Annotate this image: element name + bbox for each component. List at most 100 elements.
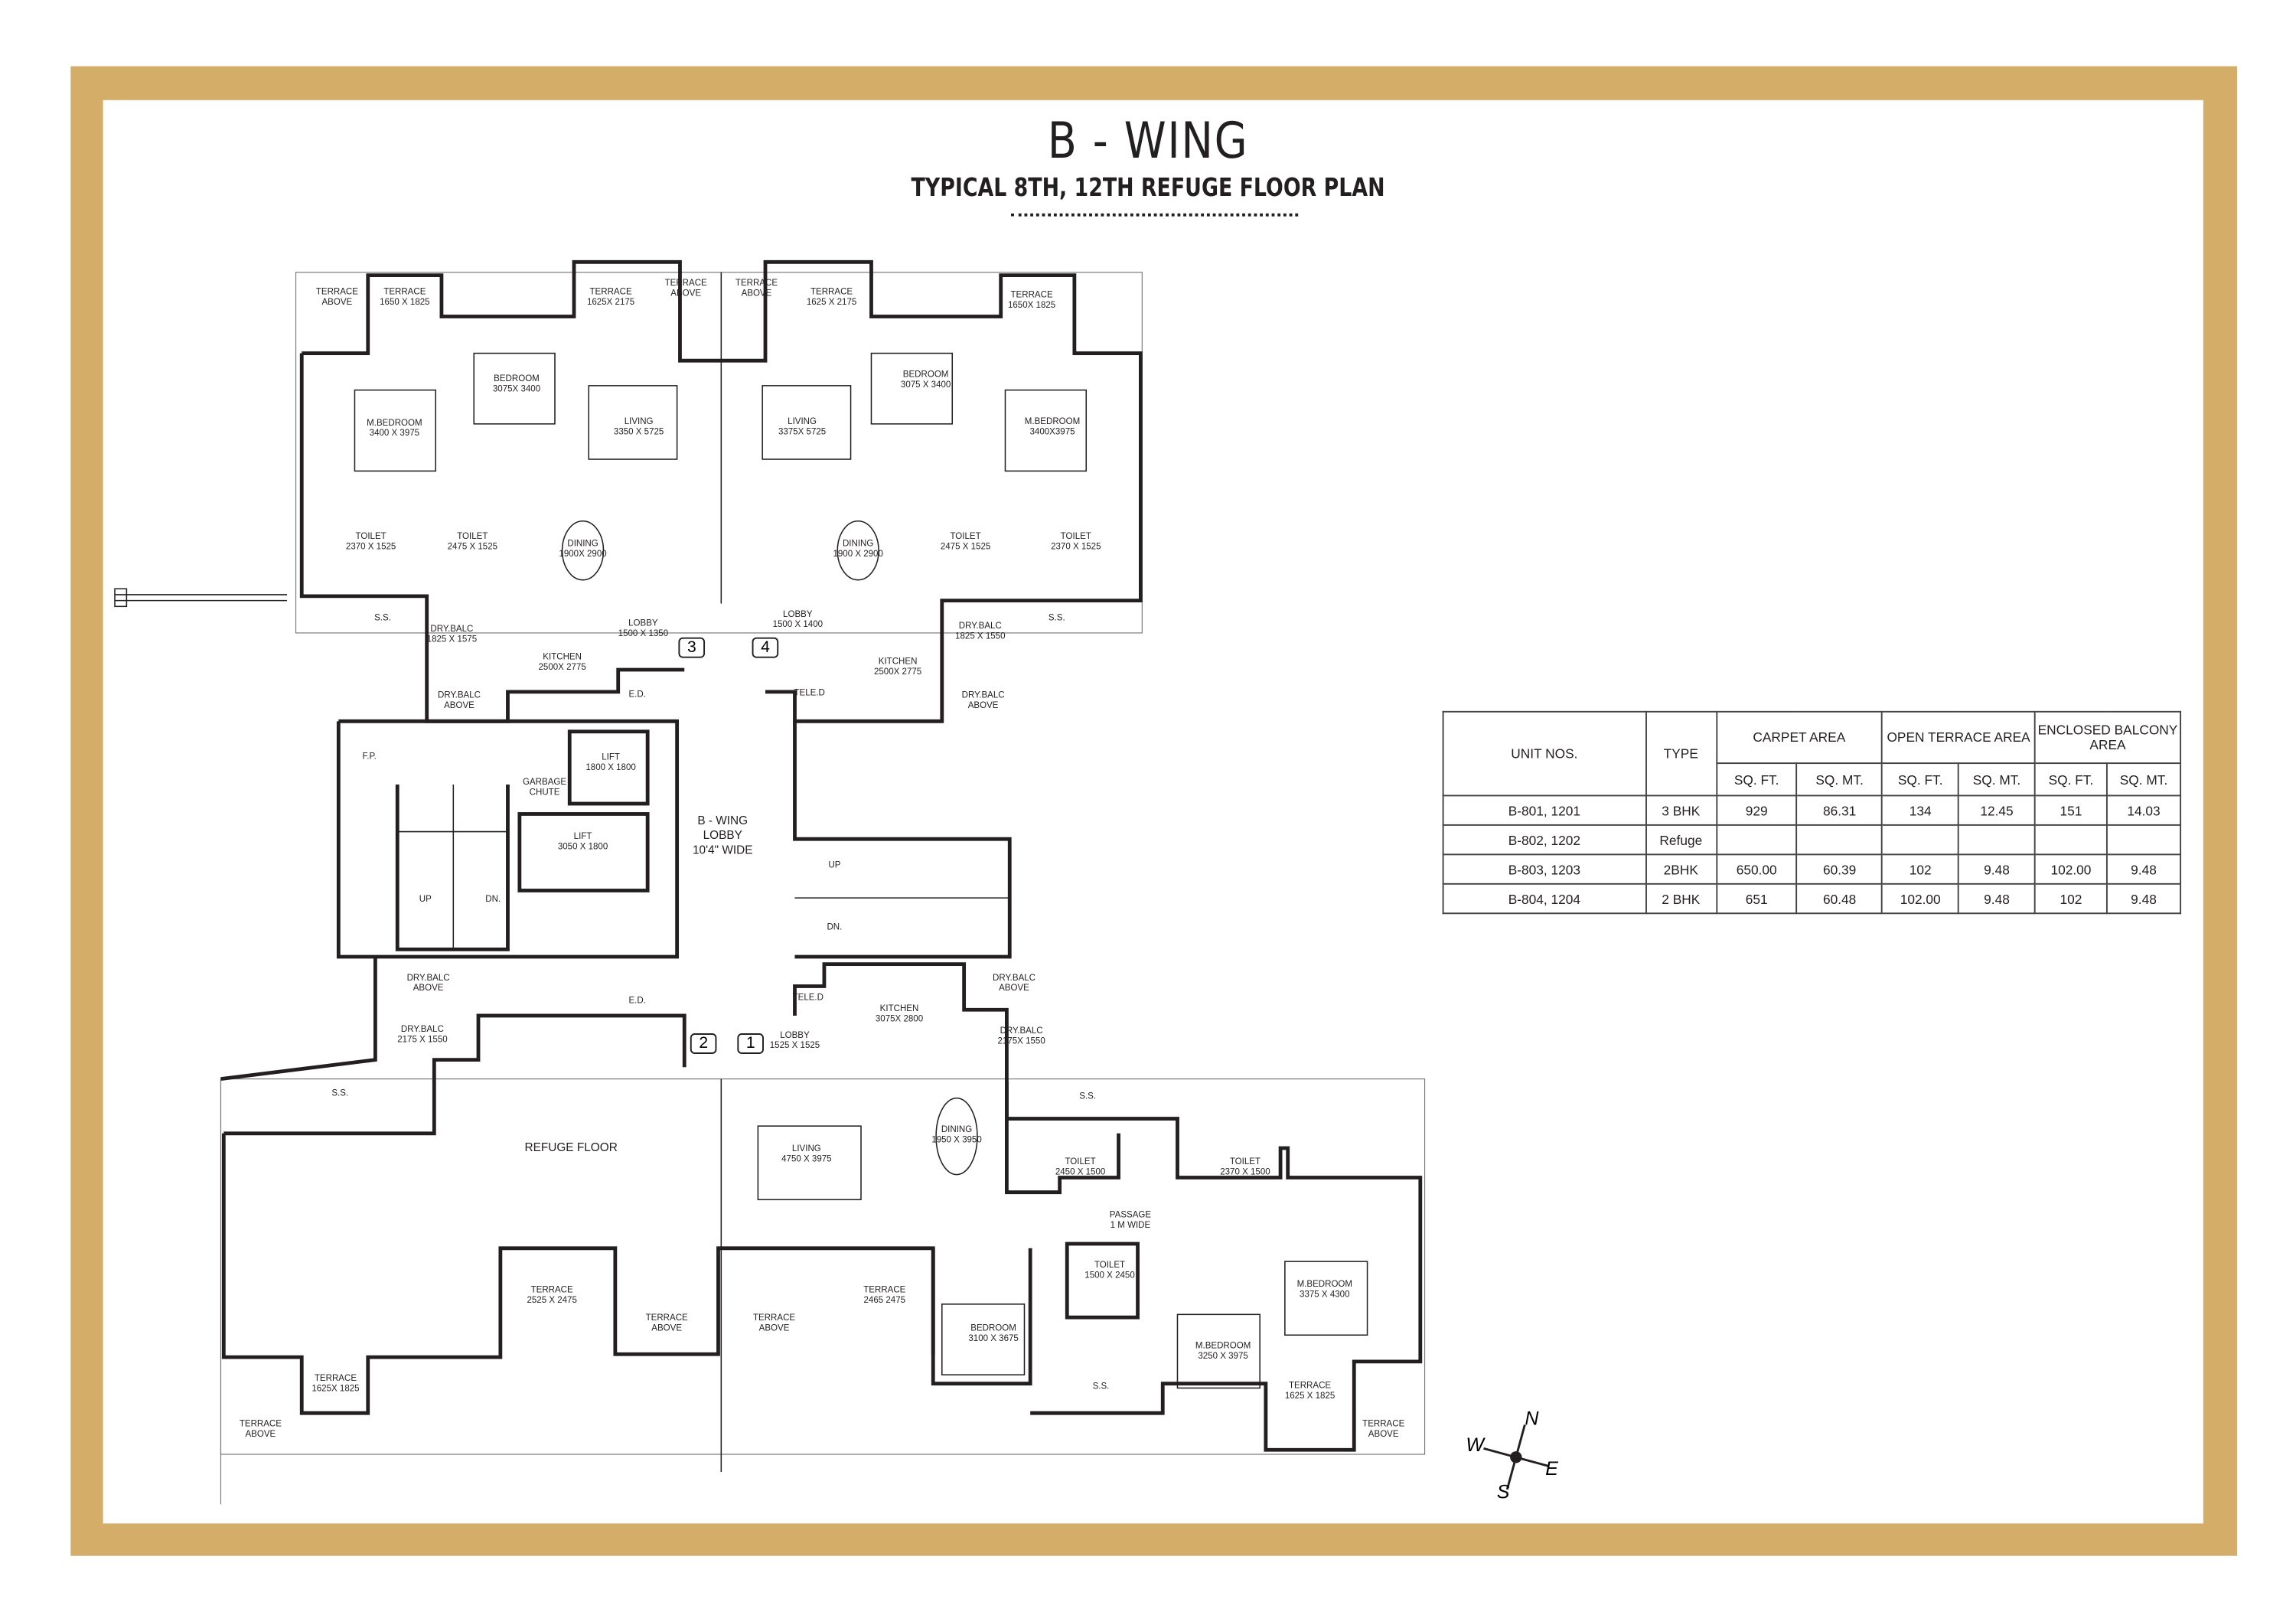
room-name: LOBBY [783, 611, 813, 620]
room-name: TERRACE [1288, 1382, 1332, 1392]
room-name: M.BEDROOM [367, 419, 422, 429]
room-name: TOILET [1094, 1261, 1126, 1271]
room-name: DINING [941, 1126, 973, 1135]
room-name: UP [828, 861, 841, 871]
room-name: TOILET [355, 533, 386, 542]
header-sqmt: SQ. MT. [1796, 762, 1883, 797]
room-dimension: 1825 X 1550 [955, 632, 1006, 642]
cell-b-mt: 14.03 [2106, 794, 2182, 826]
room-dimension: 3075 X 3400 [900, 381, 951, 390]
lift-number-4: 4 [752, 637, 779, 658]
cell-t-ft: 102.00 [1881, 883, 1960, 915]
room-dimension: ABOVE [1368, 1431, 1399, 1440]
cell-unit: B-802, 1202 [1442, 824, 1647, 856]
cell-t-mt: 9.48 [1958, 853, 2036, 885]
cell-unit: B-803, 1203 [1442, 853, 1647, 885]
room-dimension: ABOVE [999, 984, 1029, 994]
header-sqft: SQ. FT. [2033, 762, 2108, 797]
cell-c-ft: 651 [1715, 883, 1798, 915]
room-dimension: 3100 X 3675 [968, 1335, 1019, 1344]
room-name: M.BEDROOM [1024, 418, 1081, 427]
room-name: TOILET [1060, 533, 1091, 542]
cell-b-mt: 9.48 [2106, 853, 2182, 885]
header-terrace-area: OPEN TERRACE AREA [1881, 710, 2036, 765]
lift-number-2: 2 [690, 1033, 717, 1054]
room-dimension: CHUTE [529, 788, 560, 798]
cell-c-mt [1796, 824, 1883, 856]
cell-b-mt [2106, 824, 2182, 856]
header-balcony-area: ENCLOSED BALCONY AREA [2033, 710, 2182, 765]
room-label: REFUGE FLOOR [524, 1140, 617, 1155]
room-name: LIVING [624, 418, 654, 427]
cell-c-mt: 60.48 [1796, 883, 1883, 915]
room-dimension: 1625X 1825 [311, 1385, 360, 1395]
page-title: B - WING [1047, 112, 1249, 171]
room-dimension: 2465 2475 [863, 1297, 906, 1306]
room-name: TERRACE [530, 1286, 573, 1296]
room-dimension: 1900 X 2900 [833, 550, 883, 560]
room-name: M.BEDROOM [1195, 1342, 1251, 1352]
room-dimension: 1950 X 3950 [931, 1136, 982, 1146]
room-name: TERRACE [752, 1314, 796, 1323]
room-label: S.S. [331, 1090, 348, 1100]
cell-t-ft: 102 [1881, 853, 1960, 885]
room-name: LIFT [602, 753, 620, 763]
cell-b-ft: 151 [2033, 794, 2108, 826]
room-name: TOILET [950, 533, 981, 542]
room-name: TERRACE [645, 1314, 688, 1323]
room-name: DRY.BALC [437, 691, 481, 701]
room-label: UP [419, 896, 432, 905]
room-dimension: 2475 X 1525 [447, 543, 498, 553]
room-dimension: 2370 X 1525 [345, 543, 396, 553]
room-label: S.S. [1079, 1093, 1096, 1103]
room-dimension: 1500 X 1400 [772, 621, 823, 631]
room-name: GARBAGE [523, 778, 567, 788]
header-type: TYPE [1645, 710, 1717, 797]
room-dimension: 1625X 2175 [586, 299, 635, 308]
room-dimension: 1650X 1825 [1007, 302, 1056, 311]
room-dimension: 2475 X 1525 [940, 543, 991, 553]
room-name: S.S. [1048, 614, 1065, 624]
room-label: S.S. [1049, 615, 1065, 625]
compass-n: N [1525, 1407, 1539, 1430]
room-name: B - WING [697, 814, 748, 827]
room-name: LOBBY [628, 619, 658, 629]
room-dimension: ABOVE [245, 1431, 276, 1440]
room-name: BEDROOM [970, 1324, 1016, 1334]
lift-number-3: 3 [678, 637, 706, 658]
room-label: DN. [827, 924, 842, 934]
room-name: TERRACE [239, 1420, 282, 1430]
room-name: LOBBY [780, 1032, 810, 1041]
compass-e: E [1545, 1457, 1558, 1480]
cell-type: 2BHK [1645, 853, 1717, 885]
cell-t-ft: 134 [1881, 794, 1960, 826]
cell-c-mt: 86.31 [1796, 794, 1883, 826]
